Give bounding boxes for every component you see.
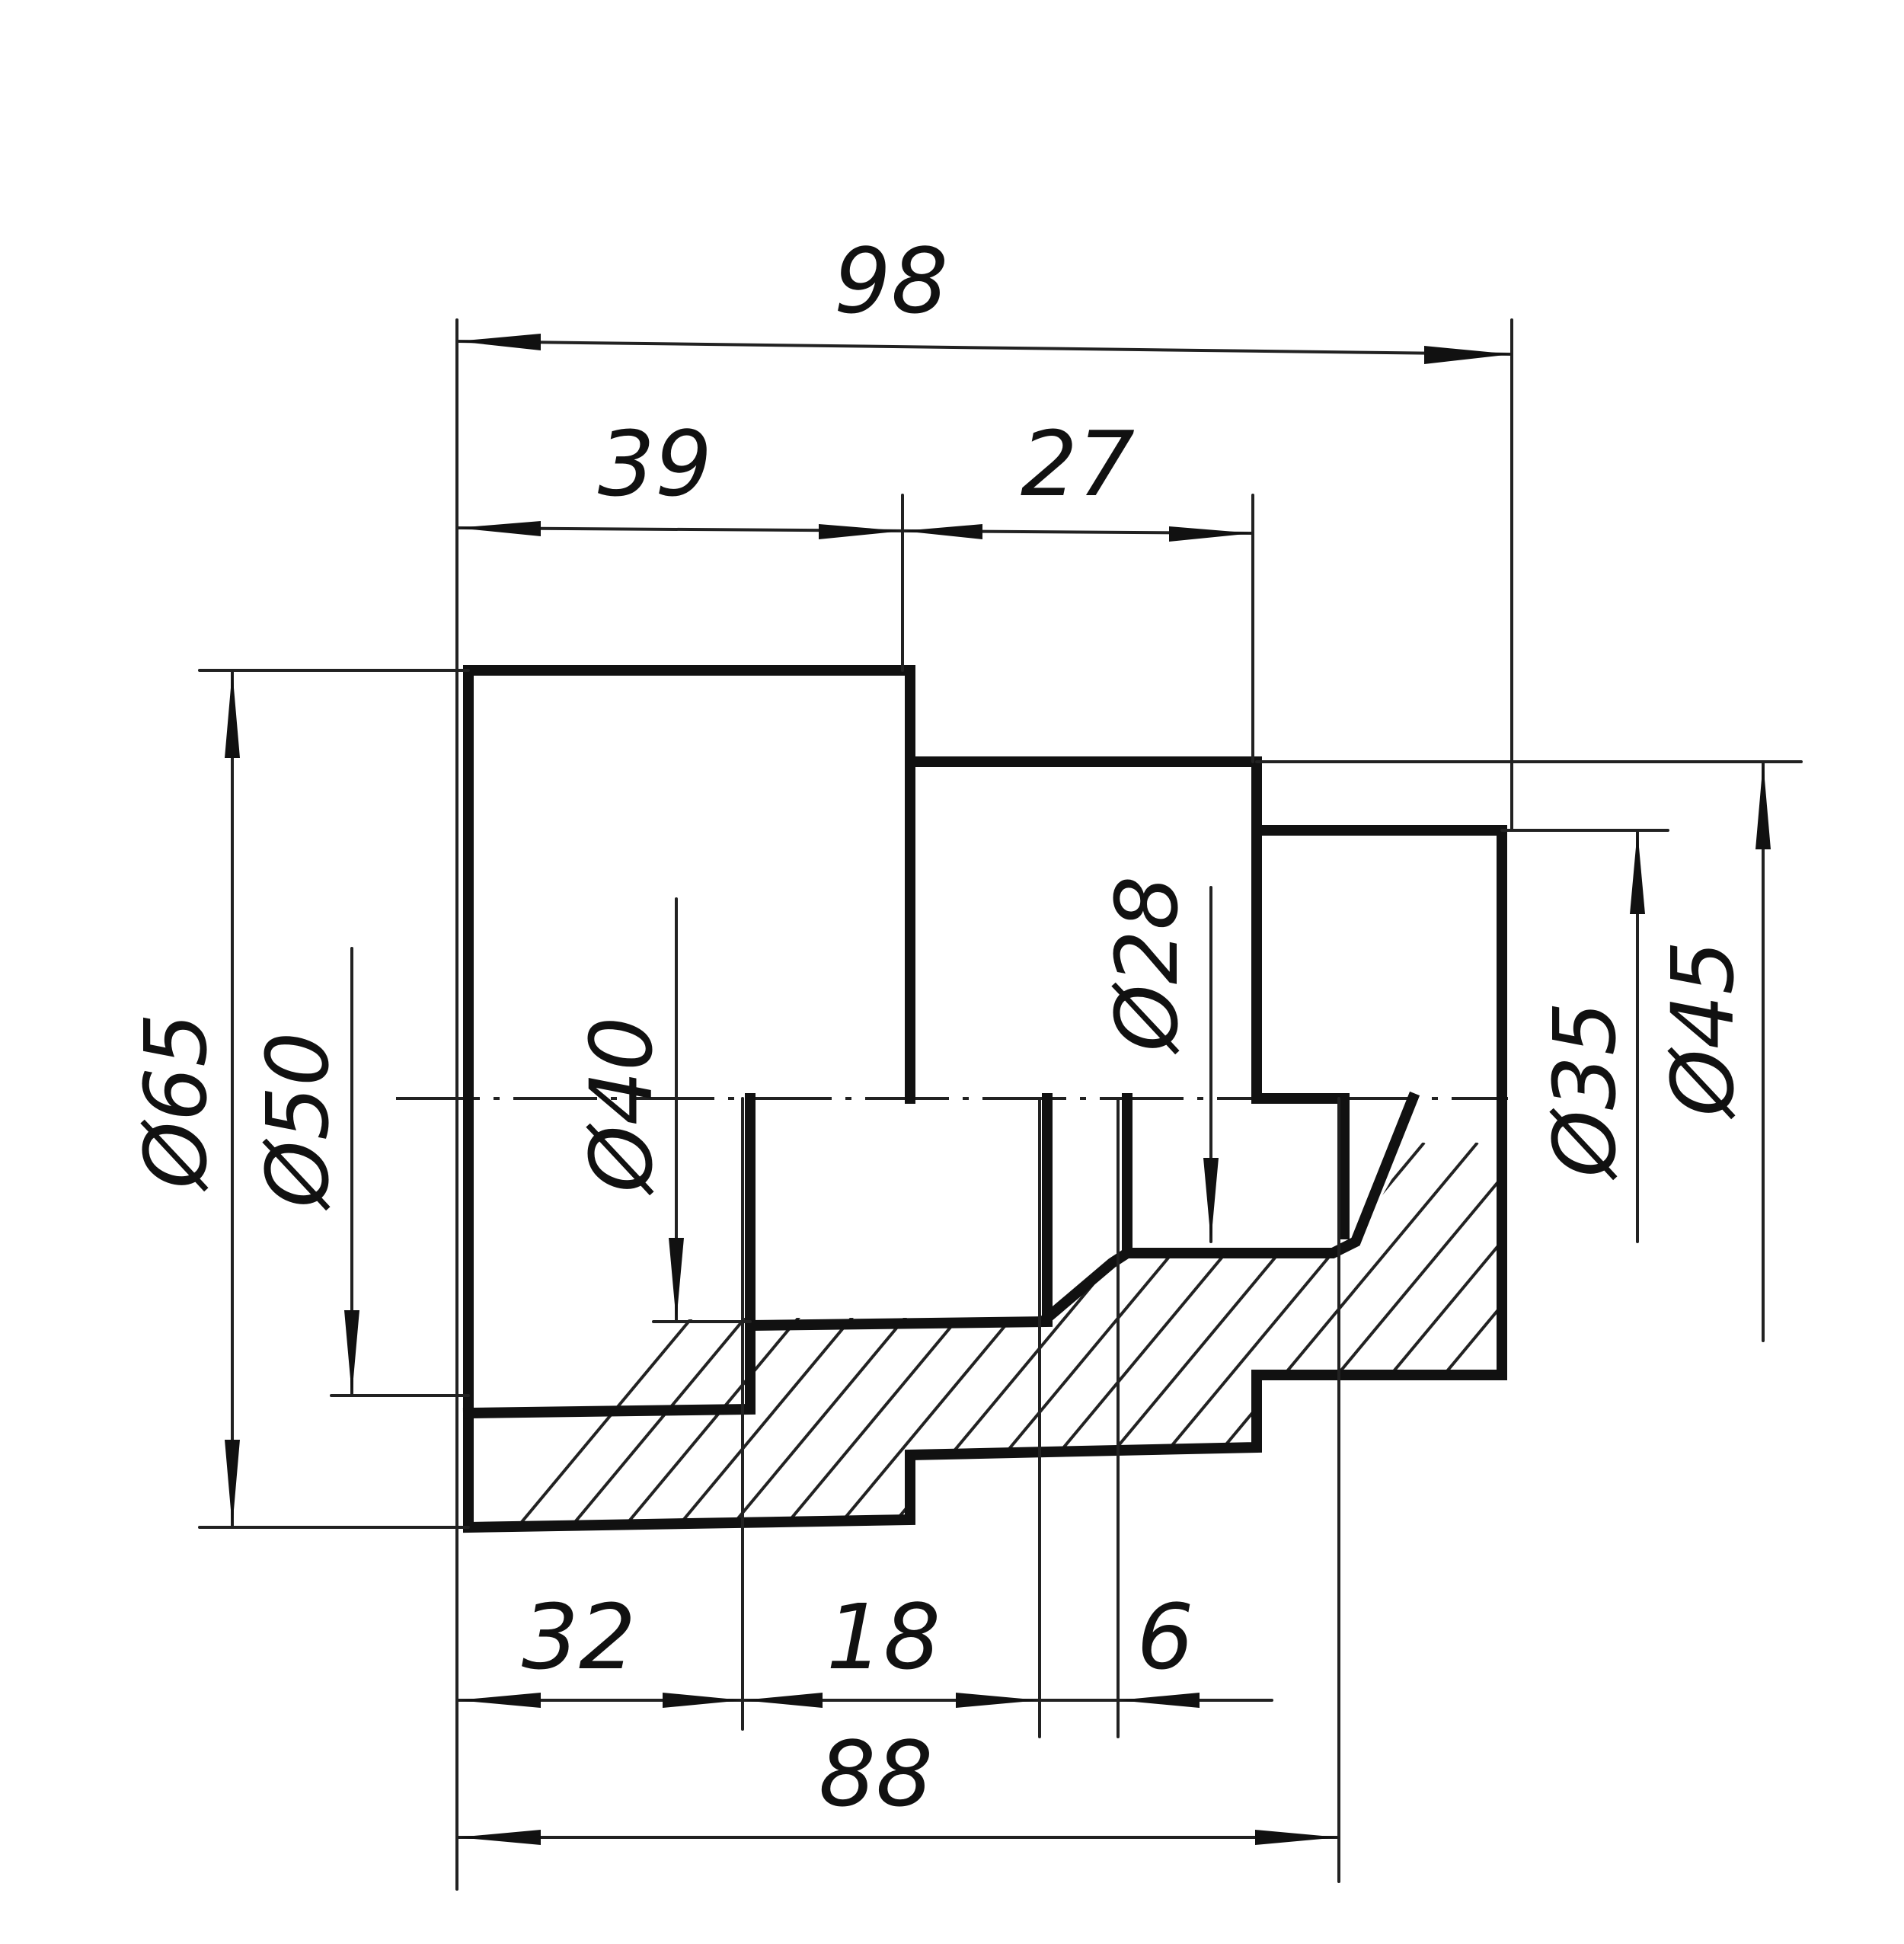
dim-dia-65: Ø65 [127,1013,226,1192]
dim-18: 18 [826,1584,941,1690]
dim-32: 32 [522,1584,636,1690]
dim-dia-40: Ø40 [573,1017,672,1196]
dim-88: 88 [819,1722,933,1827]
dim-27: 27 [1021,411,1135,516]
extension-lines [198,318,1803,1891]
dim-dia-28: Ø28 [1098,876,1197,1055]
dim-98: 98 [834,229,948,334]
dim-39: 39 [598,411,712,516]
dim-dia-50: Ø50 [249,1032,348,1211]
dimension-labels: 98 39 27 32 18 6 88 Ø65 Ø50 Ø40 Ø28 Ø35 … [127,229,1753,1827]
dimension-lines [225,334,1771,1845]
dim-dia-45: Ø45 [1654,941,1753,1120]
dim-dia-35: Ø35 [1536,1002,1635,1181]
dim-6: 6 [1136,1584,1193,1690]
